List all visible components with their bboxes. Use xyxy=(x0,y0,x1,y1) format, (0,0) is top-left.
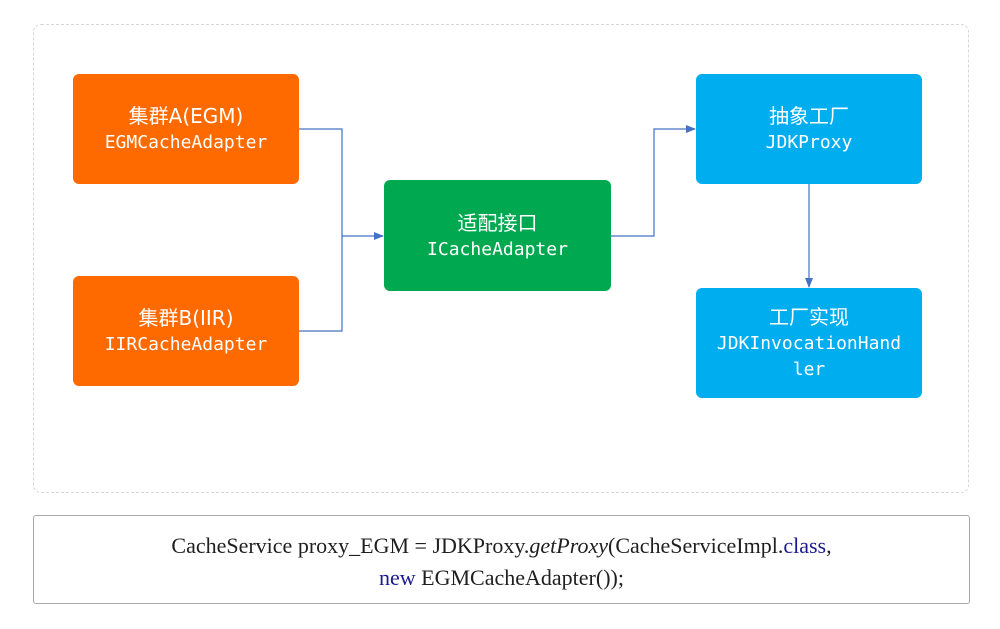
node-factory-impl-subtitle: JDKInvocationHandler xyxy=(716,333,902,380)
node-factory-impl-title: 工厂实现 xyxy=(769,305,849,329)
code-text-2: (CacheServiceImpl. xyxy=(608,533,784,558)
diagram-canvas xyxy=(33,24,969,493)
node-abstract-factory[interactable]: 抽象工厂 JDKProxy xyxy=(696,74,922,184)
code-text-3: , xyxy=(826,533,832,558)
node-cluster-b[interactable]: 集群B(IIR) IIRCacheAdapter xyxy=(73,276,299,386)
node-factory-impl[interactable]: 工厂实现 JDKInvocationHandler xyxy=(696,288,922,398)
edge-cluster-b-to-interface xyxy=(299,236,343,332)
node-cluster-a-title: 集群A(EGM) xyxy=(128,104,244,128)
code-text-1: CacheService proxy_EGM = JDKProxy. xyxy=(171,533,530,558)
node-abstract-factory-subtitle: JDKProxy xyxy=(765,132,853,153)
node-adapter-interface[interactable]: 适配接口 ICacheAdapter xyxy=(384,180,611,291)
code-method-name: getProxy xyxy=(529,533,609,558)
node-cluster-b-subtitle: IIRCacheAdapter xyxy=(104,334,268,355)
node-cluster-b-title: 集群B(IIR) xyxy=(138,306,234,330)
code-text-4: EGMCacheAdapter()); xyxy=(415,565,624,590)
node-abstract-factory-title: 抽象工厂 xyxy=(769,104,849,128)
node-cluster-a-subtitle: EGMCacheAdapter xyxy=(104,132,268,153)
node-cluster-a[interactable]: 集群A(EGM) EGMCacheAdapter xyxy=(73,74,299,184)
node-adapter-interface-title: 适配接口 xyxy=(457,210,538,235)
code-keyword-new: new xyxy=(379,565,416,590)
code-snippet: CacheService proxy_EGM = JDKProxy.getPro… xyxy=(33,515,970,604)
node-adapter-interface-subtitle: ICacheAdapter xyxy=(427,238,568,260)
code-keyword-class: class xyxy=(783,533,827,558)
edge-interface-to-factory xyxy=(611,125,696,237)
edge-cluster-a-to-interface xyxy=(299,128,384,240)
